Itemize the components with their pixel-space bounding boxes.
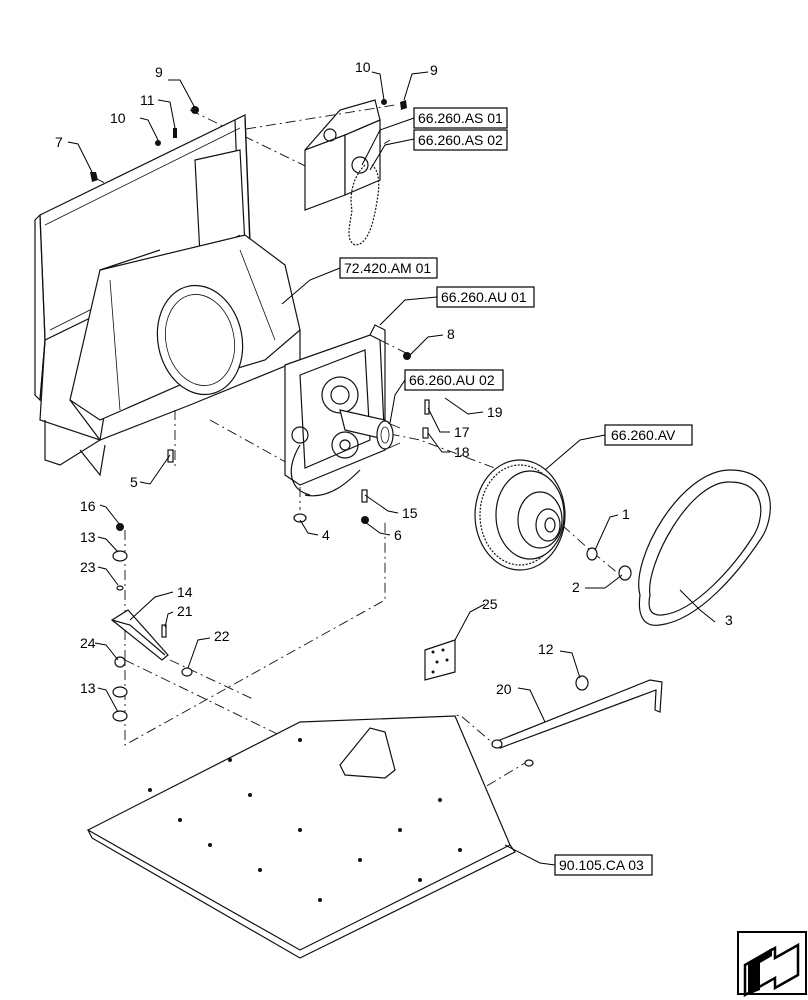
callout-10a: 10 (110, 110, 126, 126)
leader-lines (67, 71, 716, 866)
callout-21: 21 (177, 603, 193, 619)
control-rod (491, 679, 663, 749)
ref-66-260-au-02[interactable]: 66.260.AU 02 (404, 369, 504, 391)
callout-2: 2 (572, 579, 580, 595)
callout-19: 19 (487, 404, 503, 420)
reference-boxes: 66.260.AS 01 66.260.AS 02 72.420.AM 01 6… (339, 107, 693, 876)
callout-24: 24 (80, 635, 96, 651)
support-bracket (110, 609, 169, 661)
ref-90-105-ca-03[interactable]: 90.105.CA 03 (554, 854, 653, 876)
svg-text:66.260.AS 02: 66.260.AS 02 (418, 132, 503, 148)
svg-text:66.260.AU 02: 66.260.AU 02 (409, 372, 495, 388)
decal (424, 639, 456, 681)
callout-9a: 9 (155, 64, 163, 80)
callout-9b: 9 (430, 62, 438, 78)
callout-22: 22 (214, 628, 230, 644)
callout-3: 3 (725, 612, 733, 628)
drive-housing (284, 324, 401, 497)
callout-1: 1 (622, 506, 630, 522)
ref-66-260-as-01[interactable]: 66.260.AS 01 (413, 107, 508, 129)
sprocket-au02 (376, 420, 401, 450)
floor-plate (86, 715, 516, 959)
svg-text:66.260.AS 01: 66.260.AS 01 (418, 110, 503, 126)
drive-chain (348, 164, 380, 246)
callout-15: 15 (402, 505, 418, 521)
callout-25: 25 (482, 596, 498, 612)
callout-20: 20 (496, 681, 512, 697)
callout-labels: 1 2 3 4 5 6 7 8 9 9 10 10 11 12 13 13 14… (55, 59, 733, 697)
next-page-arrow-icon[interactable] (737, 931, 807, 998)
ref-66-260-au-01[interactable]: 66.260.AU 01 (436, 286, 535, 308)
callout-13a: 13 (80, 529, 96, 545)
svg-text:66.260.AV: 66.260.AV (611, 427, 676, 443)
callout-7: 7 (55, 134, 63, 150)
callout-17: 17 (454, 424, 470, 440)
callout-16: 16 (80, 498, 96, 514)
svg-text:90.105.CA 03: 90.105.CA 03 (559, 857, 644, 873)
variator-pulley (474, 459, 566, 571)
callout-11: 11 (140, 92, 155, 108)
callout-14: 14 (177, 584, 193, 600)
svg-text:72.420.AM 01: 72.420.AM 01 (344, 260, 431, 276)
callout-10b: 10 (355, 59, 371, 75)
hardware (90, 99, 632, 767)
ref-72-420-am-01[interactable]: 72.420.AM 01 (339, 257, 438, 279)
ref-66-260-av[interactable]: 66.260.AV (604, 424, 693, 446)
callout-5: 5 (130, 474, 138, 490)
callout-12: 12 (538, 641, 554, 657)
svg-text:66.260.AU 01: 66.260.AU 01 (441, 289, 527, 305)
callout-23: 23 (80, 559, 96, 575)
fan-shroud (69, 234, 301, 441)
callout-6: 6 (394, 527, 402, 543)
drive-belt (638, 469, 771, 626)
callout-4: 4 (322, 527, 330, 543)
upper-bracket (304, 99, 381, 211)
callout-18: 18 (454, 444, 470, 460)
callout-8: 8 (447, 326, 455, 342)
ref-66-260-as-02[interactable]: 66.260.AS 02 (413, 129, 508, 151)
callout-13b: 13 (80, 680, 96, 696)
